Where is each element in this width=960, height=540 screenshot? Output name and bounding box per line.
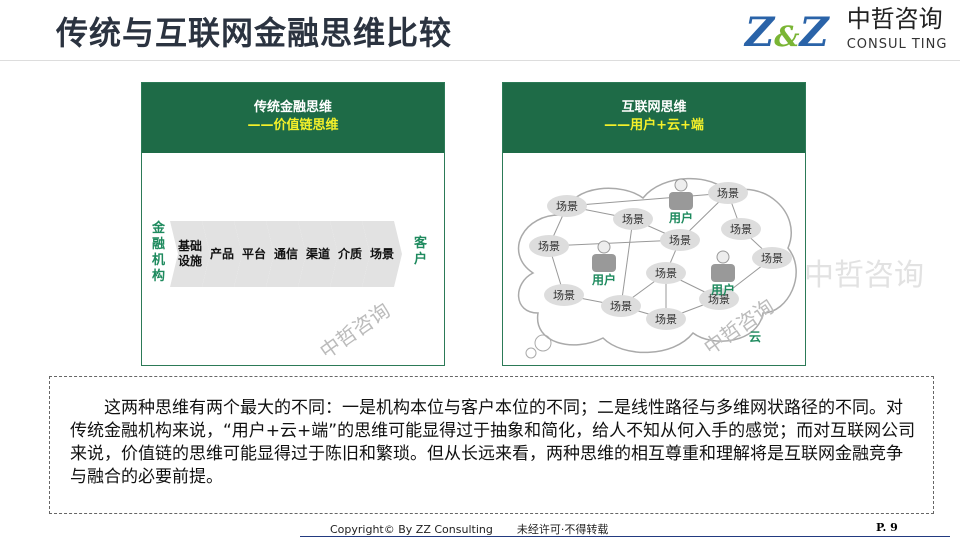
logo-mark: Z&Z xyxy=(745,8,829,56)
scene-label: 场景 xyxy=(610,299,632,313)
value-chain-step: 基础设施 xyxy=(170,221,210,287)
logo-en: CONSUL TING xyxy=(846,37,948,52)
user-icon-body xyxy=(711,264,735,282)
cloud-outline xyxy=(517,177,797,354)
scene-label: 场景 xyxy=(669,233,691,247)
scene-label: 场景 xyxy=(708,292,730,306)
scene-node xyxy=(613,208,653,230)
network-link xyxy=(566,192,729,207)
company-logo: Z&Z 中哲咨询 CONSUL TING xyxy=(745,6,947,58)
scene-label: 场景 xyxy=(717,186,739,200)
panel-header: 互联网思维 ——用户+云+端 xyxy=(503,83,805,153)
scene-node xyxy=(646,262,686,284)
page-number: P. 9 xyxy=(876,521,898,534)
page-title: 传统与互联网金融思维比较 xyxy=(56,14,453,52)
scene-label: 场景 xyxy=(556,199,578,213)
divider xyxy=(0,60,960,61)
internet-panel: 互联网思维——用户+云+端 场景场景场景场景场景场景场景场景场景场景场景场景用户… xyxy=(502,82,806,366)
network-link xyxy=(548,239,681,247)
scene-label: 场景 xyxy=(553,288,575,302)
scene-node xyxy=(529,235,569,257)
scene-node xyxy=(752,247,792,269)
scene-label: 场景 xyxy=(655,312,677,326)
scene-label: 场景 xyxy=(538,239,560,253)
user-label: 用户 xyxy=(710,282,735,297)
panel-subtitle: ——用户+云+端 xyxy=(604,118,704,133)
notice: 未经许可·不得转载 xyxy=(516,523,609,536)
scene-node xyxy=(601,295,641,317)
user-icon-body xyxy=(669,192,693,210)
panel-header: 传统金融思维 ——价值链思维 xyxy=(142,83,444,153)
scene-node xyxy=(646,308,686,330)
value-chain-step: 介质 xyxy=(330,221,370,287)
scene-node xyxy=(660,229,700,251)
panel-title: 传统金融思维 xyxy=(253,100,332,115)
thought-bubble xyxy=(534,334,552,352)
start-label: 金融机构 xyxy=(152,221,166,284)
user-icon xyxy=(674,178,688,192)
scene-node xyxy=(721,218,761,240)
user-icon-body xyxy=(592,254,616,272)
panel-title: 互联网思维 xyxy=(621,100,687,115)
logo-cn: 中哲咨询 xyxy=(846,5,943,33)
scene-node xyxy=(547,195,587,217)
scene-node xyxy=(699,288,739,310)
network-link xyxy=(620,218,634,307)
comparison-text: 这两种思维有两个最大的不同：一是机构本位与客户本位的不同；二是线性路径与多维网状… xyxy=(49,376,934,514)
watermark: 中哲咨询 xyxy=(315,297,395,364)
cloud-label: 云 xyxy=(749,330,761,344)
user-icon xyxy=(597,240,611,254)
panel-subtitle: ——价值链思维 xyxy=(247,118,339,133)
background-watermark: 中哲咨询 xyxy=(804,258,924,293)
traditional-panel: 传统金融思维——价值链思维 金融机构 基础设施产品平台通信渠道介质场景 客户 中… xyxy=(141,82,445,366)
scene-label: 场景 xyxy=(730,222,752,236)
copyright: Copyright© By ZZ Consulting xyxy=(330,523,493,536)
scene-node xyxy=(708,182,748,204)
user-label: 用户 xyxy=(591,272,616,287)
thought-bubble xyxy=(525,347,537,359)
user-label: 用户 xyxy=(668,210,693,225)
footer-line xyxy=(300,536,950,537)
scene-node xyxy=(544,284,584,306)
scene-label: 场景 xyxy=(655,266,677,280)
footer: Copyright© By ZZ Consulting 未经许可·不得转载 xyxy=(330,521,632,537)
user-icon xyxy=(716,250,730,264)
end-label: 客户 xyxy=(414,236,428,267)
scene-label: 场景 xyxy=(622,212,644,226)
scene-label: 场景 xyxy=(761,251,783,265)
